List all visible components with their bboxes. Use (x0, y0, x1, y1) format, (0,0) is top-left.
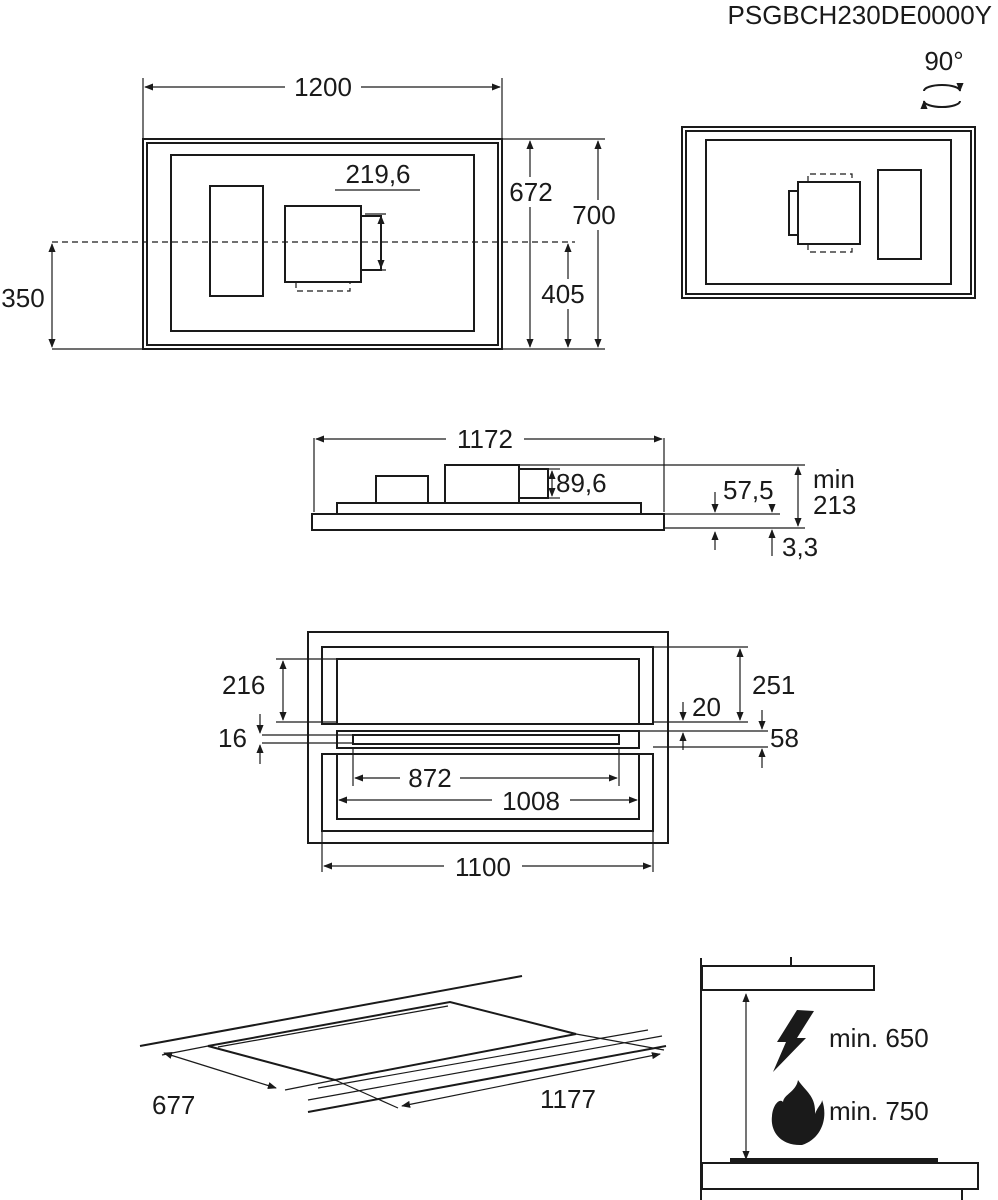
dim-width-1172: 1172 (457, 424, 513, 454)
dim-width-872: 872 (408, 763, 451, 793)
dim-width-1100: 1100 (455, 852, 511, 882)
dim-depth-672: 672 (509, 177, 552, 207)
dim-depth-677: 677 (152, 1090, 195, 1120)
dim-depth-700: 700 (572, 200, 615, 230)
dim-gap-16: 16 (218, 723, 247, 753)
dim-gap-20: 20 (692, 692, 721, 722)
perspective-view: 677 1177 (139, 975, 667, 1120)
flame-icon (771, 1080, 825, 1146)
dim-width-1200: 1200 (294, 72, 352, 102)
clearance-electric: min. 650 (829, 1023, 929, 1053)
dim-gap-58: 58 (770, 723, 799, 753)
dim-outlet-219-6: 219,6 (345, 159, 410, 189)
dim-min-213: 213 (813, 490, 856, 520)
lightning-icon (773, 1010, 814, 1072)
top-view: 1200 219,6 672 700 405 350 (0, 70, 622, 350)
dim-cutout-251: 251 (752, 670, 795, 700)
clearance-gas: min. 750 (829, 1096, 929, 1126)
dim-outlet-89-6: 89,6 (556, 468, 607, 498)
dim-glass-3-3: 3,3 (782, 532, 818, 562)
clearance-view: min. 650 min. 750 (700, 957, 979, 1200)
rotate-icon (920, 82, 964, 110)
dim-width-1008: 1008 (502, 786, 560, 816)
cutout-view: 216 251 20 58 16 872 1008 (218, 631, 799, 882)
dim-offset-405: 405 (541, 279, 584, 309)
dim-cutout-216: 216 (222, 670, 265, 700)
dim-offset-350: 350 (1, 283, 44, 313)
dim-width-1177: 1177 (540, 1084, 596, 1114)
rotated-view: 90° (681, 46, 976, 299)
rotation-label: 90° (924, 46, 963, 76)
dim-height-57-5: 57,5 (723, 475, 774, 505)
model-code: PSGBCH230DE0000Y (728, 0, 992, 30)
side-view: 1172 89,6 57,5 3,3 min 213 (311, 424, 856, 562)
dim-min-label: min (813, 464, 855, 494)
